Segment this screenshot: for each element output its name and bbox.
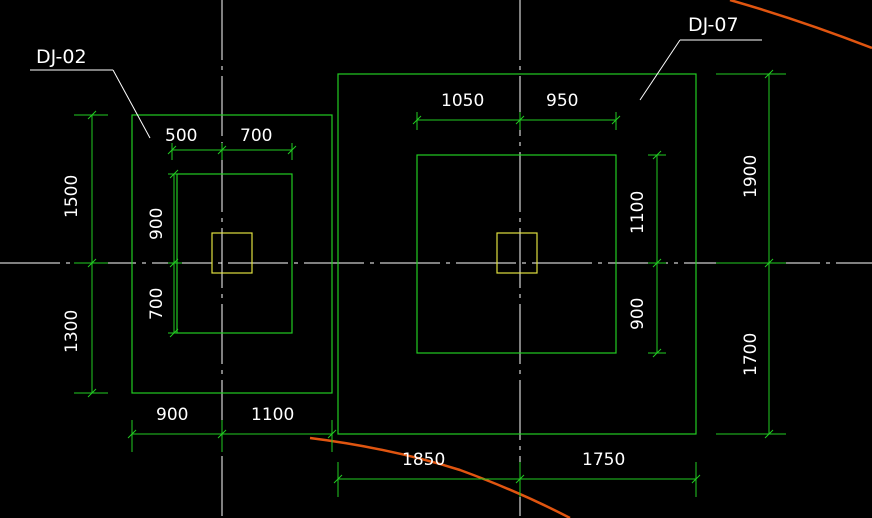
dj07-outer-outline (337, 73, 697, 435)
dj02-bottom-dimension (127, 420, 337, 452)
dj02-outer-outline (131, 114, 333, 394)
dj02-dim-bottom-left: 900 (156, 405, 188, 425)
dj02-tag: DJ-02 (36, 46, 87, 68)
footing-dj-07[interactable]: DJ-07 1050 950 1850 1750 (333, 14, 786, 497)
dj07-dim-outer-lower: 1700 (741, 333, 761, 376)
dj07-dim-outer-upper: 1900 (741, 155, 761, 198)
dj07-top-dimension (412, 112, 621, 130)
dj02-top-dimension (167, 143, 297, 160)
dj07-leader-arrow (639, 39, 681, 101)
footing-dj-02[interactable]: DJ-02 500 700 900 1100 (30, 46, 337, 452)
dj07-right-outer-dimension (716, 69, 786, 439)
dj07-tag: DJ-07 (688, 14, 739, 36)
dj02-dim-inner-lower: 700 (147, 288, 167, 320)
dj02-dim-top-left: 500 (165, 126, 197, 146)
dj02-left-outer-dimension (74, 110, 108, 398)
curve-bottom (309, 436, 571, 518)
curve-top-right (729, 0, 872, 50)
dj07-right-inner-dimension (648, 150, 666, 358)
dj07-bottom-dimension (333, 462, 701, 497)
dj07-dim-bottom-left: 1850 (402, 450, 445, 470)
dj02-dim-outer-lower: 1300 (62, 310, 82, 353)
dj07-dim-inner-lower: 900 (628, 298, 648, 330)
dj07-column (496, 232, 538, 274)
dj02-dim-outer-upper: 1500 (62, 175, 82, 218)
dj07-dim-top-right: 950 (546, 91, 578, 111)
dj02-column (211, 232, 253, 274)
dj07-dim-bottom-right: 1750 (582, 450, 625, 470)
dj07-inner-outline (416, 154, 617, 354)
dj02-dim-inner-upper: 900 (147, 208, 167, 240)
dj07-dim-inner-upper: 1100 (628, 191, 648, 234)
dj02-left-inner-dimension (168, 169, 182, 338)
dj02-dim-bottom-right: 1100 (251, 405, 294, 425)
dj02-dim-top-right: 700 (240, 126, 272, 146)
dj02-leader-arrow (112, 69, 151, 139)
dj02-inner-outline (176, 173, 293, 334)
dj07-dim-top-left: 1050 (441, 91, 484, 111)
orange-curves (309, 0, 872, 518)
